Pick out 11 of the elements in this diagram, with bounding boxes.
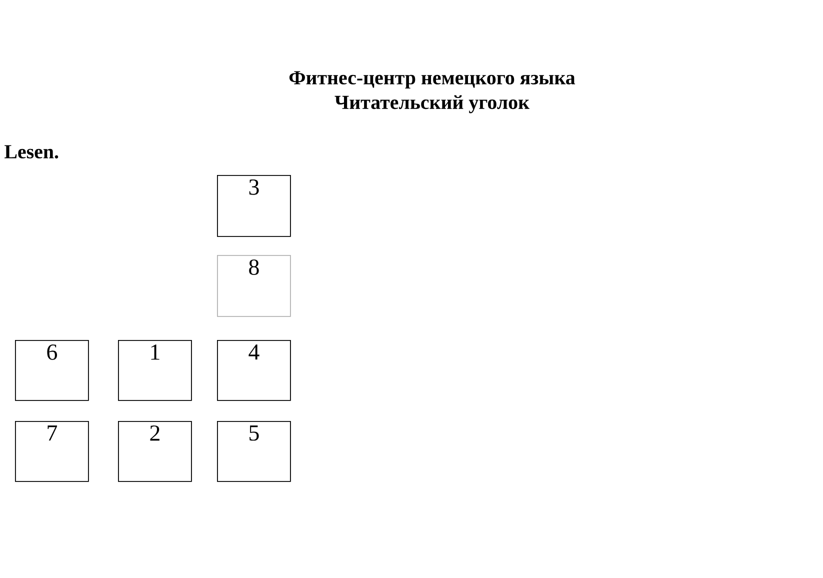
section-heading: Lesen.: [4, 145, 58, 159]
number-box: 1: [118, 340, 192, 401]
number-box: 4: [217, 340, 291, 401]
subtitle: Читательский уголок: [334, 95, 530, 114]
number-box: 8: [217, 255, 291, 317]
title: Фитнес-центр немецкого языка: [289, 71, 576, 88]
number-box: 5: [217, 421, 291, 482]
number-box: 3: [217, 175, 291, 237]
number-box: 2: [118, 421, 192, 482]
number-box: 7: [15, 421, 89, 482]
number-box: 6: [15, 340, 89, 401]
